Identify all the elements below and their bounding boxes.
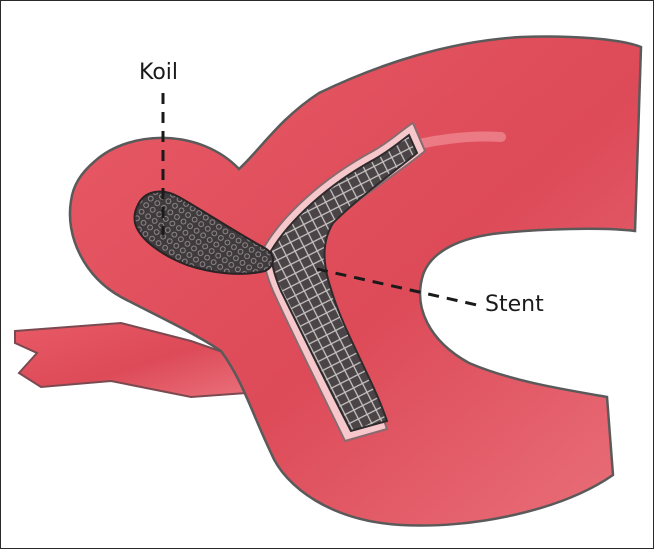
koil-label: Koil	[139, 60, 178, 85]
stent-label: Stent	[485, 292, 544, 317]
main-vessel	[70, 36, 641, 525]
